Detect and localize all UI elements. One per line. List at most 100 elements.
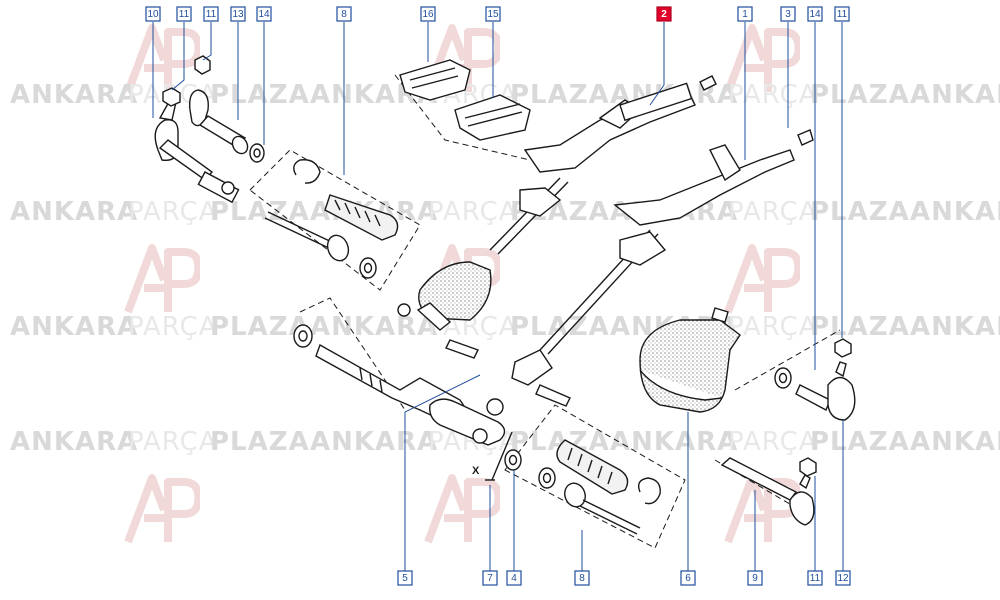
callout-box[interactable] (203, 6, 219, 22)
callout-c8-top[interactable]: 8 (336, 6, 352, 22)
callout-box[interactable] (336, 6, 352, 22)
bellows-kit-lower (538, 439, 661, 535)
callout-box[interactable] (256, 6, 272, 22)
callout-label: 3 (785, 9, 791, 20)
watermark-word2: PARÇA (728, 197, 818, 227)
watermark-word2: PARÇA (428, 197, 518, 227)
callout-c12-bottom[interactable]: 12 (835, 570, 851, 586)
callout-box[interactable] (656, 6, 672, 22)
column-cover (639, 307, 741, 413)
callout-box[interactable] (482, 570, 498, 586)
watermark-word1: ANKARA (910, 197, 1000, 227)
callout-c9-bottom[interactable]: 9 (747, 570, 763, 586)
callout-box[interactable] (834, 6, 850, 22)
watermark-word3: PLAZA (810, 427, 910, 457)
watermark-word3: PLAZA (210, 197, 310, 227)
outline-link-left (299, 297, 406, 411)
callout-box[interactable] (506, 570, 522, 586)
callout-label: 5 (402, 573, 408, 584)
callout-label: 11 (179, 9, 190, 20)
watermark-word2: PARÇA (728, 80, 818, 110)
watermark-word1: ANKARA (910, 427, 1000, 457)
callout-c11-top-a[interactable]: 11 (176, 6, 192, 22)
leader-5 (404, 374, 481, 572)
callout-box[interactable] (835, 570, 851, 586)
callout-c13-top[interactable]: 13 (230, 6, 246, 22)
callout-label: 9 (752, 573, 758, 584)
callout-c7-bottom[interactable]: 7 (482, 570, 498, 586)
watermark-word3: PLAZA (210, 80, 310, 110)
watermark-word1: ANKARA (10, 80, 138, 110)
watermark-logo-icon (128, 478, 198, 542)
callout-label: 8 (341, 9, 347, 20)
callout-c6-bottom[interactable]: 6 (680, 570, 696, 586)
steering-column-upper (397, 75, 717, 359)
nut-right-upper (834, 338, 852, 358)
leader-2 (649, 22, 665, 106)
callout-label: 10 (147, 9, 159, 20)
callout-box[interactable] (485, 6, 501, 22)
watermark-word3: PLAZA (510, 80, 610, 110)
callout-label: 1 (742, 9, 748, 20)
callout-c1-top[interactable]: 1 (737, 6, 753, 22)
callout-label: 13 (232, 9, 244, 20)
callout-label: 12 (837, 573, 849, 584)
callout-c11-top-b[interactable]: 11 (203, 6, 219, 22)
ring-upper-left (249, 143, 265, 163)
watermark-word1: ANKARA (610, 427, 738, 457)
callout-label: 11 (810, 573, 821, 584)
callout-box[interactable] (420, 6, 436, 22)
callout-label: 8 (579, 573, 585, 584)
callout-box[interactable] (680, 570, 696, 586)
callout-box[interactable] (780, 6, 796, 22)
callout-box[interactable] (397, 570, 413, 586)
ball-joint-upper-left (188, 89, 249, 155)
callout-c5-bottom[interactable]: 5 (397, 570, 413, 586)
callout-box[interactable] (737, 6, 753, 22)
callout-c11-bottom[interactable]: 11 (807, 570, 823, 586)
watermark-word1: ANKARA (310, 312, 438, 342)
callout-c2-top[interactable]: 2 (656, 6, 672, 22)
ball-joint-right (795, 361, 856, 421)
callout-box[interactable] (807, 570, 823, 586)
callout-box[interactable] (747, 570, 763, 586)
watermark-word2: PARÇA (128, 312, 218, 342)
watermark-logo-icon (728, 248, 798, 312)
callout-c15-top[interactable]: 15 (485, 6, 501, 22)
callout-c11-top-c[interactable]: 11 (834, 6, 850, 22)
callout-c16-top[interactable]: 16 (420, 6, 436, 22)
outline-link-right (734, 329, 841, 391)
ring-lower-center (504, 449, 522, 471)
callout-box[interactable] (574, 570, 590, 586)
watermark-word1: ANKARA (910, 312, 1000, 342)
watermark-word1: ANKARA (10, 312, 138, 342)
callout-label: 6 (685, 573, 691, 584)
leader-lines (152, 22, 844, 572)
watermark-logo-icon (428, 478, 498, 542)
watermark-word1: ANKARA (10, 197, 138, 227)
callout-c10-top[interactable]: 10 (145, 6, 161, 22)
nut-right-lower (799, 457, 817, 477)
ring-upper-right (774, 367, 792, 389)
leader-11a (171, 22, 185, 91)
watermark-word1: ANKARA (910, 80, 1000, 110)
steering-rack-shaft (293, 324, 506, 446)
watermark-word1: ANKARA (310, 427, 438, 457)
callout-box[interactable] (807, 6, 823, 22)
callout-c14-top-a[interactable]: 14 (256, 6, 272, 22)
callout-box[interactable] (230, 6, 246, 22)
watermark-word3: PLAZA (810, 80, 910, 110)
watermark-word2: PARÇA (728, 312, 818, 342)
callout-c8-bottom[interactable]: 8 (574, 570, 590, 586)
callout-c3-top[interactable]: 3 (780, 6, 796, 22)
callout-label: 11 (206, 9, 217, 20)
callout-c4-bottom[interactable]: 4 (506, 570, 522, 586)
callout-label: 11 (837, 9, 848, 20)
callout-label: 7 (487, 573, 493, 584)
bellows-kit-upper (264, 159, 399, 279)
watermark-word3: PLAZA (810, 197, 910, 227)
callout-box[interactable] (176, 6, 192, 22)
callout-box[interactable] (145, 6, 161, 22)
callout-c14-top-b[interactable]: 14 (807, 6, 823, 22)
watermark-word2: PARÇA (128, 427, 218, 457)
